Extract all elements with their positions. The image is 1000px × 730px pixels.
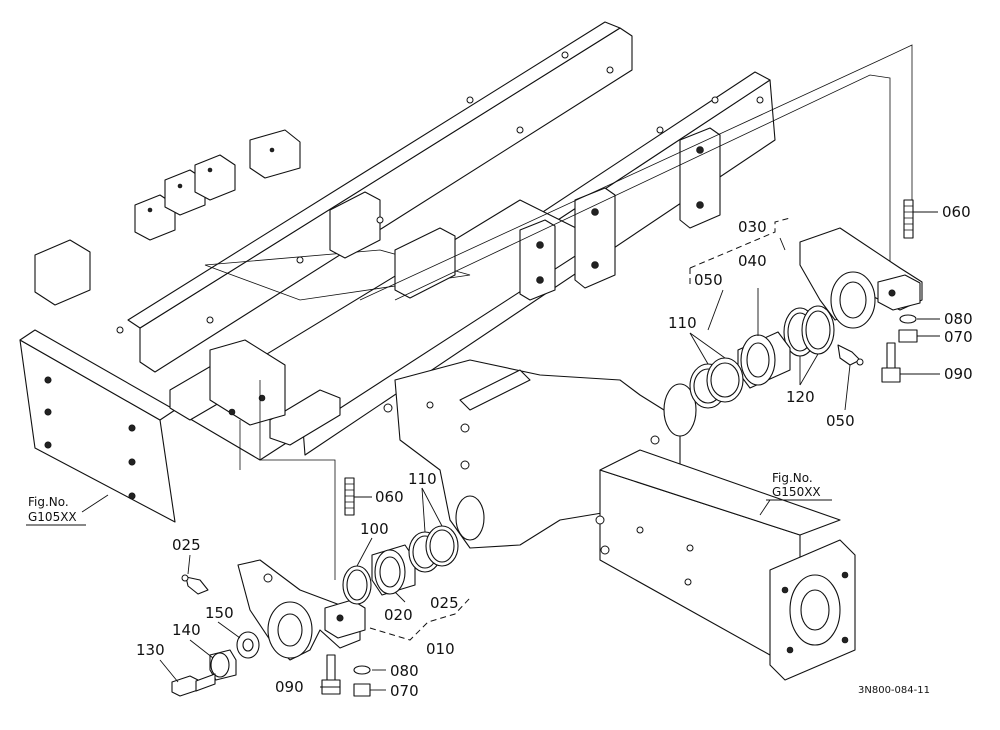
label-025-left: 025 <box>172 536 201 554</box>
label-100: 100 <box>360 520 389 538</box>
fig-ref-left-line1: Fig.No. <box>28 495 69 509</box>
label-150: 150 <box>205 604 234 622</box>
lower-bracket-assembly <box>171 477 471 697</box>
label-050-upper: 050 <box>694 271 723 289</box>
label-080-bottom: 080 <box>390 662 419 680</box>
label-080-right: 080 <box>944 310 973 328</box>
fig-ref-right-line1: Fig.No. <box>772 471 813 485</box>
label-020: 020 <box>384 606 413 624</box>
label-110-lower: 110 <box>408 470 437 488</box>
label-010: 010 <box>426 640 455 658</box>
part-labels: 060 030 040 050 080 070 090 110 120 050 … <box>136 203 973 700</box>
guide-line <box>359 44 913 301</box>
label-140: 140 <box>172 621 201 639</box>
label-110-upper: 110 <box>668 314 697 332</box>
upper-bracket-assembly <box>689 199 923 409</box>
label-120: 120 <box>786 388 815 406</box>
label-030: 030 <box>738 218 767 236</box>
label-070-bottom: 070 <box>390 682 419 700</box>
label-060-mid: 060 <box>375 488 404 506</box>
label-070-right: 070 <box>944 328 973 346</box>
fig-ref-right-line2: G150XX <box>772 485 821 499</box>
label-130: 130 <box>136 641 165 659</box>
label-090-right: 090 <box>944 365 973 383</box>
front-axle-housing <box>383 359 856 681</box>
fig-ref-left-line2: G105XX <box>28 510 77 524</box>
figure-references: Fig.No. G105XX Fig.No. G150XX <box>28 471 821 524</box>
label-060-top: 060 <box>942 203 971 221</box>
drawing-code: 3N800-084-11 <box>858 685 930 696</box>
tractor-frame <box>19 21 776 580</box>
label-040: 040 <box>738 252 767 270</box>
label-050-lower: 050 <box>826 412 855 430</box>
label-025-mid: 025 <box>430 594 459 612</box>
label-090-bottom: 090 <box>275 678 304 696</box>
leader-lines <box>26 211 940 691</box>
